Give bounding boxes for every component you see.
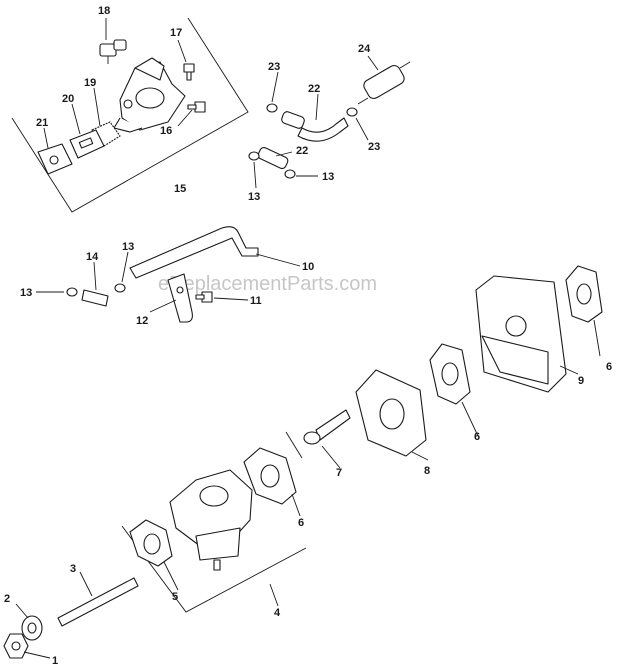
callout-19: 19 <box>84 77 96 89</box>
watermark: eReplacementParts.com <box>158 273 377 295</box>
part-13-clamps-left <box>66 283 126 297</box>
callout-11: 11 <box>250 295 262 307</box>
part-14-hose <box>81 289 109 307</box>
part-8-spacer <box>355 369 427 457</box>
part-2-washer <box>21 615 43 641</box>
callout-1: 1 <box>52 655 58 667</box>
part-24-filter <box>357 61 411 105</box>
callout-4: 4 <box>274 607 281 619</box>
part-5-gasket <box>129 519 173 567</box>
bracket-7 <box>285 431 303 459</box>
part-6-gasket-a <box>565 265 603 323</box>
callout-16: 16 <box>160 125 172 137</box>
part-13-clamps-top <box>248 151 296 179</box>
part-19-diaphragm <box>91 121 121 147</box>
callout-23-b: 23 <box>368 141 380 153</box>
part-18-fitting <box>99 39 127 64</box>
part-6-gasket-b <box>429 343 471 405</box>
callout-7: 7 <box>336 467 342 479</box>
callout-3: 3 <box>70 563 76 575</box>
callout-13-d: 13 <box>322 171 334 183</box>
fuel-pump <box>113 57 186 133</box>
callout-23-a: 23 <box>268 61 280 73</box>
callout-12: 12 <box>136 315 148 327</box>
callout-21: 21 <box>36 117 48 129</box>
callout-17: 17 <box>170 27 182 39</box>
callout-2: 2 <box>4 593 10 605</box>
part-12-bracket <box>167 273 193 323</box>
callout-24: 24 <box>358 43 371 55</box>
callout-5: 5 <box>172 591 178 603</box>
part-11-screw <box>195 291 213 303</box>
part-22-hose <box>281 111 349 142</box>
callout-6-a: 6 <box>298 517 304 529</box>
carburetor <box>169 469 253 571</box>
callout-14: 14 <box>86 251 99 263</box>
callout-18: 18 <box>98 5 110 17</box>
part-3-stud <box>57 577 139 627</box>
callout-22-b: 22 <box>296 145 308 157</box>
callout-9: 9 <box>578 375 584 387</box>
part-7-bolt <box>303 409 351 445</box>
callout-6-b: 6 <box>474 431 480 443</box>
callout-13-c: 13 <box>248 191 260 203</box>
part-9-heat-shield <box>475 275 567 393</box>
callout-10: 10 <box>302 261 314 273</box>
bracket-15 <box>11 17 249 213</box>
part-23-clamps <box>266 103 358 117</box>
callout-22-a: 22 <box>308 83 320 95</box>
part-17-screw <box>183 63 195 81</box>
callout-13-a: 13 <box>20 287 32 299</box>
leader-lines <box>15 18 601 659</box>
part-22-hose-lower <box>257 146 289 170</box>
part-10-fuel-line <box>129 226 259 279</box>
part-20-gasket <box>69 129 105 159</box>
part-16-screw <box>187 101 206 113</box>
callout-13-b: 13 <box>122 241 134 253</box>
part-21-plate <box>37 143 73 175</box>
part-6-gasket-c <box>243 447 297 505</box>
part-1-nut <box>3 633 29 659</box>
callout-15: 15 <box>174 183 186 195</box>
callout-20: 20 <box>62 93 74 105</box>
callout-labels: 1 2 3 4 5 6 6 6 7 8 9 10 11 12 13 13 13 … <box>4 5 612 667</box>
callout-8: 8 <box>424 465 430 477</box>
callout-6-c: 6 <box>606 361 612 373</box>
